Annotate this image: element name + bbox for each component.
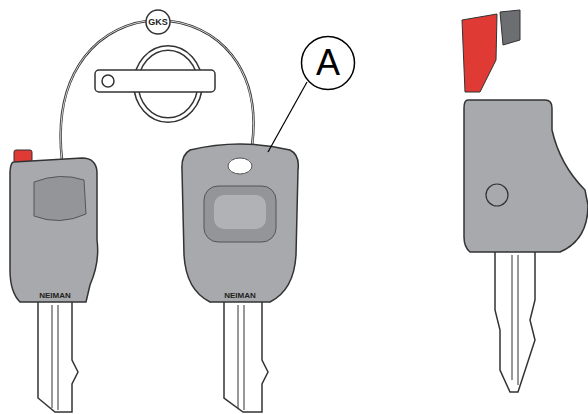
key-grip-face xyxy=(214,195,266,229)
callout-letter: A xyxy=(316,45,340,81)
key-ring xyxy=(61,20,254,160)
maker-mark: NEIMAN xyxy=(39,292,71,300)
key-hole xyxy=(228,158,252,174)
brand-mark: GKS xyxy=(148,18,168,27)
callout-ring xyxy=(302,37,355,90)
brand-badge xyxy=(146,10,170,34)
key-head xyxy=(182,144,298,302)
leader-line xyxy=(268,82,307,152)
key-ring-highlight xyxy=(61,20,254,160)
grey-insert xyxy=(500,10,520,45)
ring-tag xyxy=(95,70,215,92)
blade-groove xyxy=(238,305,244,410)
tag-hole xyxy=(102,75,114,87)
key-head xyxy=(464,100,588,252)
maker-mark: NEIMAN xyxy=(224,292,256,300)
callout-circle: A xyxy=(300,35,356,91)
red-insert xyxy=(462,14,497,92)
key-blade xyxy=(38,300,78,412)
blade-groove xyxy=(512,255,518,385)
key-grip xyxy=(34,176,86,220)
head-pin xyxy=(486,184,508,206)
key-blade xyxy=(495,250,535,392)
blade-groove xyxy=(52,305,58,410)
key-grip xyxy=(204,186,276,242)
key-head xyxy=(10,158,98,302)
key-blade xyxy=(224,300,268,412)
